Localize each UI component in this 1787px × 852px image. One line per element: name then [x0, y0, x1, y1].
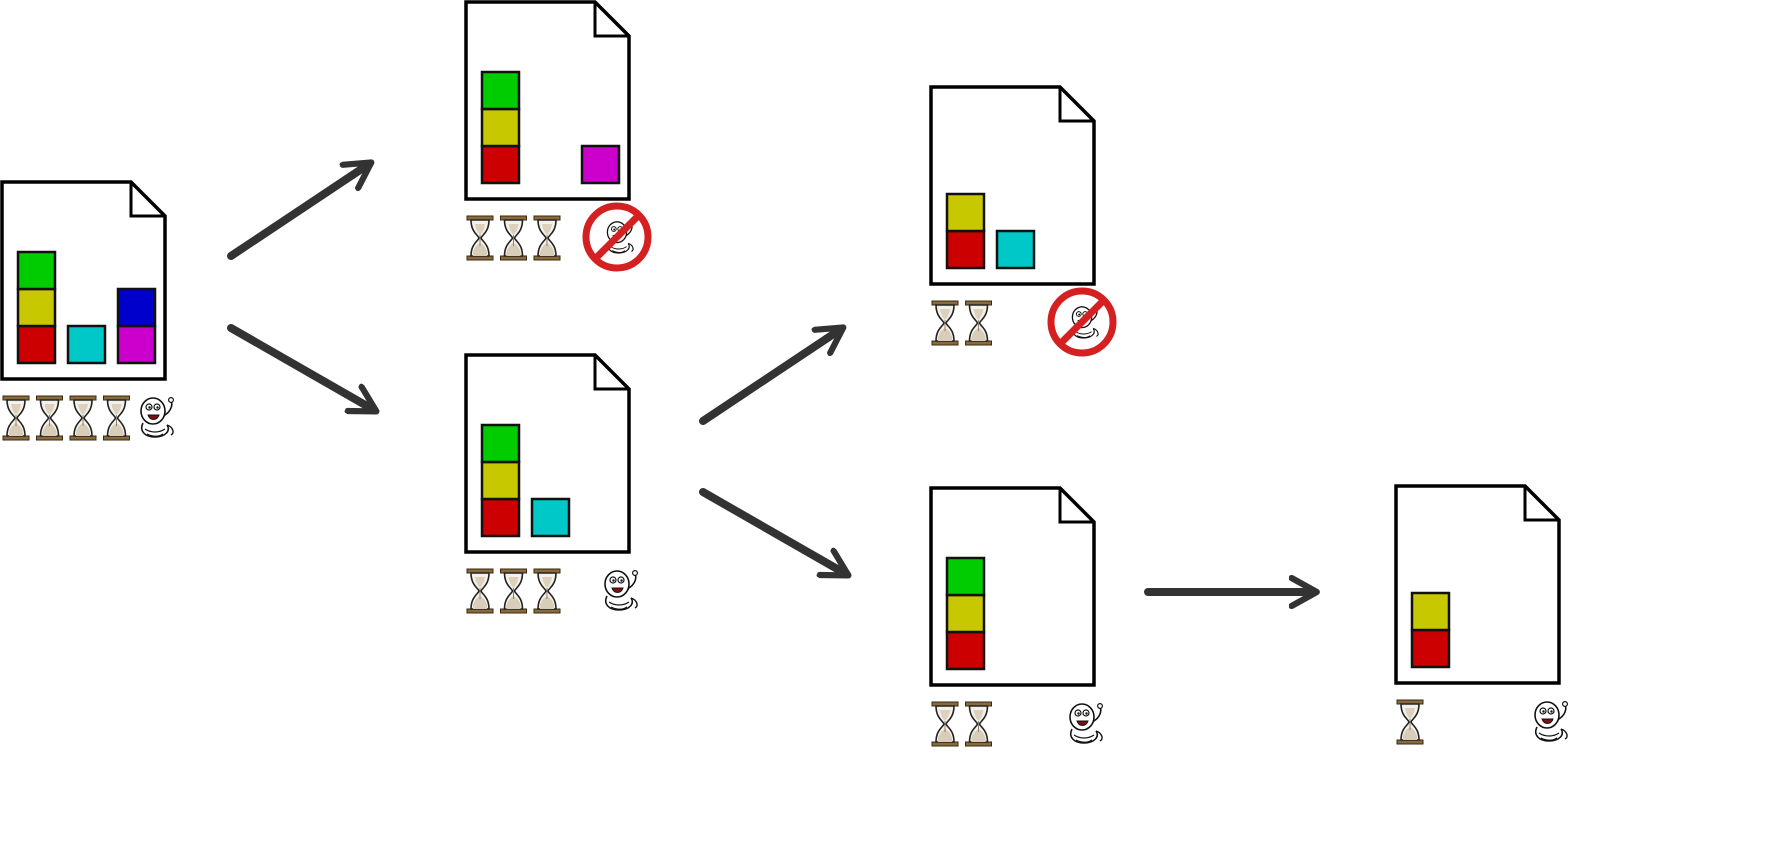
bug-icon — [1069, 703, 1104, 744]
block-yellow — [945, 593, 986, 634]
block-cyan — [530, 497, 571, 538]
block-yellow — [1410, 591, 1451, 632]
bug-icon — [604, 570, 639, 611]
bug-icon — [140, 397, 175, 438]
block-red — [945, 229, 986, 270]
block-blue — [116, 287, 157, 328]
hourglass-icon — [466, 568, 494, 614]
block-red — [480, 497, 521, 538]
folded-corner — [129, 182, 165, 218]
arrow-n0-to-n2 — [227, 324, 374, 410]
block-magenta — [580, 144, 621, 185]
document-node-n2 — [464, 353, 639, 614]
document-node-n5 — [1394, 484, 1569, 745]
bug-icon — [1534, 701, 1569, 742]
hourglass-icon — [500, 568, 527, 614]
block-green — [480, 423, 521, 464]
folded-corner — [1058, 87, 1094, 123]
block-yellow — [480, 460, 521, 501]
block-green — [16, 250, 57, 291]
document-node-n3 — [929, 85, 1117, 357]
arrow-n0-to-n1 — [227, 164, 369, 260]
hourglass-icon — [36, 395, 63, 441]
hourglass-icon — [931, 701, 959, 747]
no-bug-icon — [582, 202, 652, 272]
hourglass-icon — [533, 568, 561, 614]
hourglass-icon — [1396, 699, 1424, 745]
no-bug-icon — [1047, 287, 1117, 357]
hourglass-icon — [2, 395, 30, 441]
hourglass-icon — [466, 215, 494, 261]
block-yellow — [480, 107, 521, 148]
block-green — [480, 70, 521, 111]
block-cyan — [995, 229, 1036, 270]
hourglass-icon — [500, 215, 527, 261]
document-node-n1 — [464, 0, 652, 272]
block-red — [945, 630, 986, 671]
arrow-n2-to-n3 — [699, 329, 841, 425]
document-node-n0 — [0, 180, 175, 441]
folded-corner — [593, 2, 629, 38]
document-node-n4 — [929, 486, 1104, 747]
hourglass-icon — [533, 215, 561, 261]
hourglass-icon — [69, 395, 97, 441]
block-magenta — [116, 324, 157, 365]
block-red — [1410, 628, 1451, 669]
block-cyan — [66, 324, 107, 365]
block-red — [480, 144, 521, 185]
hourglass-icon — [965, 300, 992, 346]
block-red — [16, 324, 57, 365]
hourglass-icon — [103, 395, 130, 441]
block-green — [945, 556, 986, 597]
hourglass-icon — [931, 300, 959, 346]
block-yellow — [16, 287, 57, 328]
folded-corner — [1058, 488, 1094, 524]
arrow-n2-to-n4 — [699, 488, 846, 574]
block-yellow — [945, 192, 986, 233]
hourglass-icon — [965, 701, 992, 747]
folded-corner — [593, 355, 629, 391]
folded-corner — [1523, 486, 1559, 522]
